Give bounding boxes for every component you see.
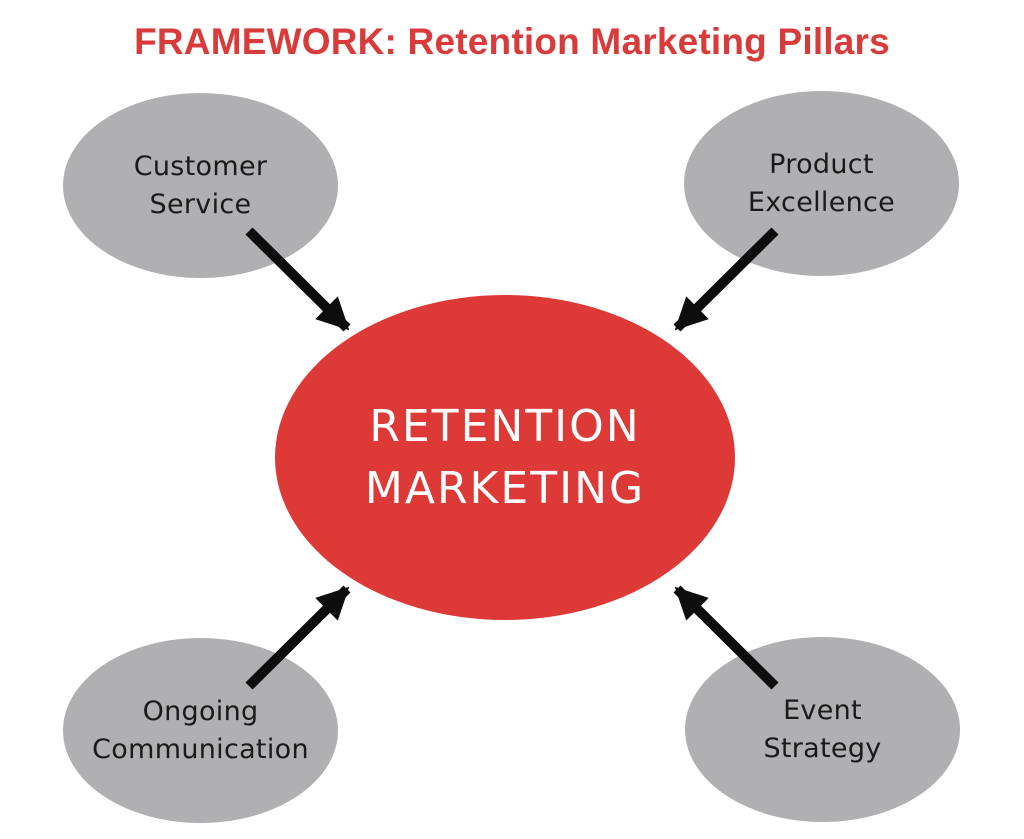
label-line: Ongoing — [142, 695, 259, 727]
node-label: Product Excellence — [748, 146, 895, 222]
center-label: RETENTION MARKETING — [365, 396, 645, 520]
node-event-strategy: Event Strategy — [685, 637, 960, 822]
label-line: Customer — [133, 150, 268, 182]
label-line: Excellence — [747, 186, 896, 218]
label-line: Event — [783, 694, 862, 726]
node-label: Event Strategy — [763, 692, 881, 768]
node-product-excellence: Product Excellence — [684, 91, 959, 276]
node-retention-marketing: RETENTION MARKETING — [275, 295, 735, 620]
node-label: Ongoing Communication — [92, 693, 309, 769]
node-customer-service: Customer Service — [63, 93, 338, 278]
node-label: Customer Service — [134, 148, 268, 224]
label-line: RETENTION — [369, 400, 641, 452]
diagram-title: FRAMEWORK: Retention Marketing Pillars — [134, 21, 890, 62]
label-line: Communication — [92, 733, 309, 765]
label-line: Service — [149, 188, 252, 220]
label-line: MARKETING — [364, 462, 646, 514]
node-ongoing-communication: Ongoing Communication — [63, 638, 338, 823]
label-line: Product — [769, 148, 874, 180]
label-line: Strategy — [763, 732, 882, 764]
